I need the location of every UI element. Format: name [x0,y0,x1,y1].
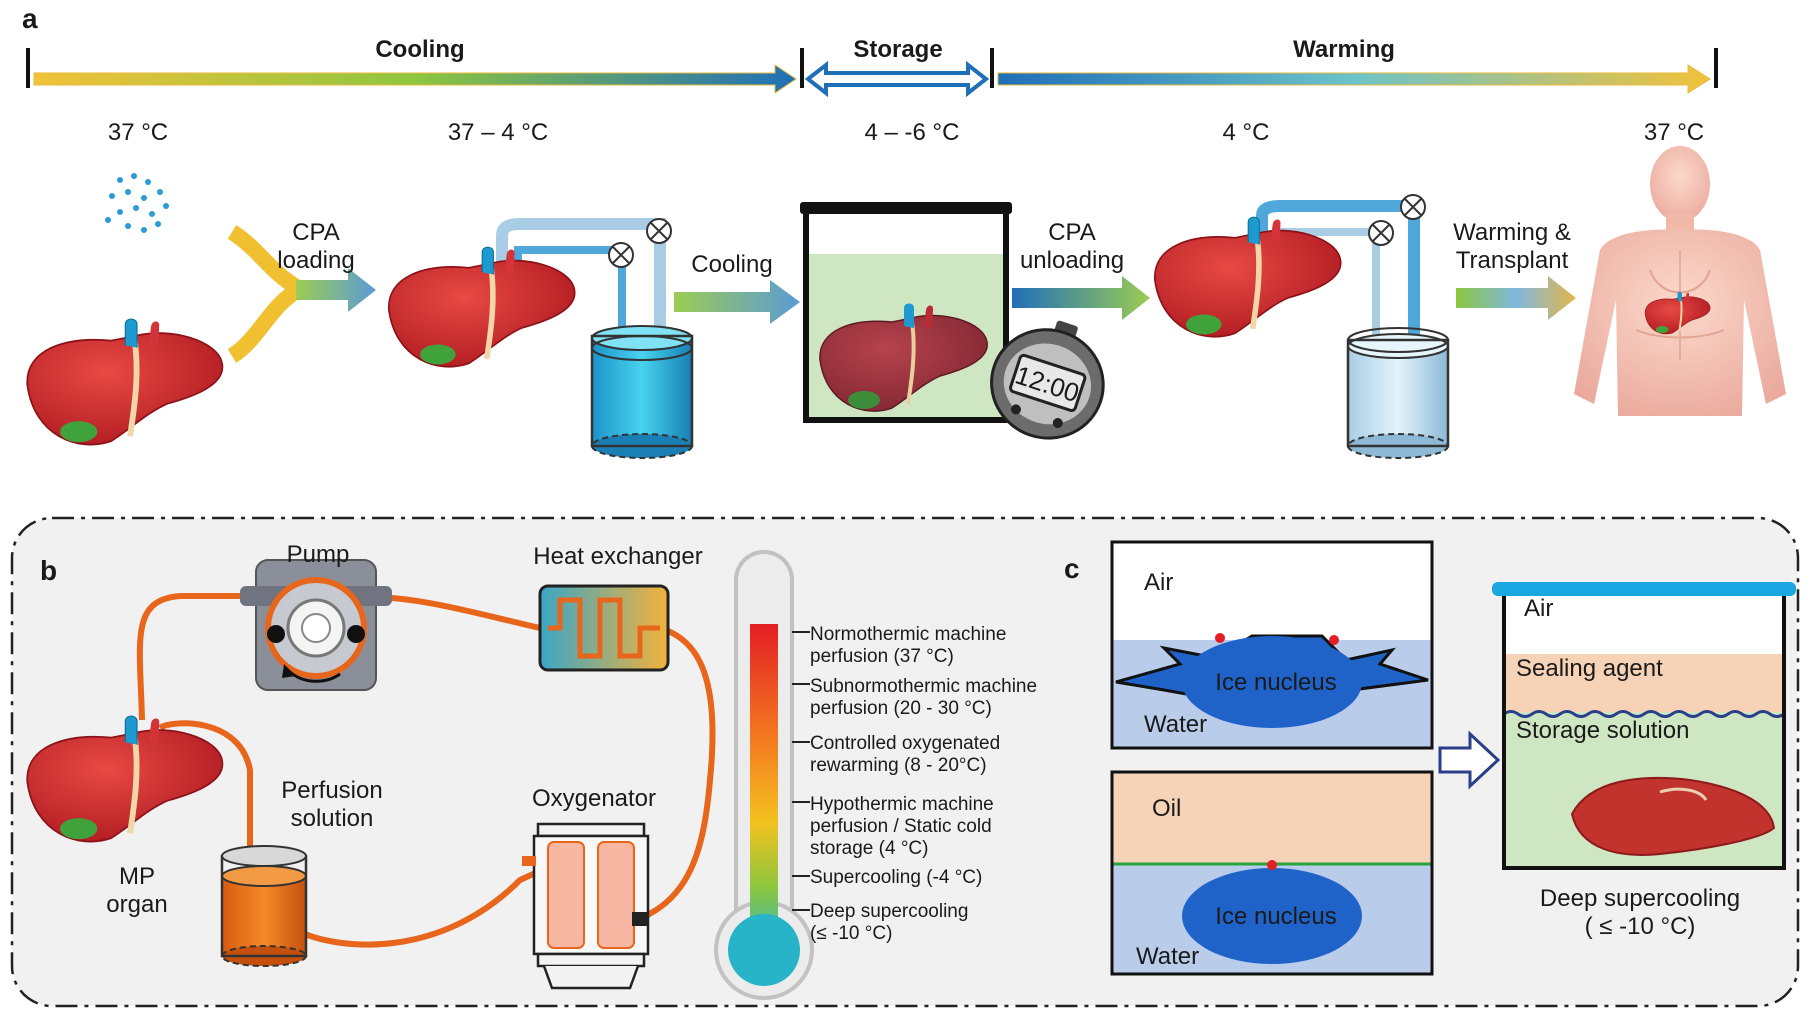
cpa-particles-icon [105,173,169,233]
thermo-level-label: rewarming (8 - 20°C) [810,755,987,776]
hollow-arrow-icon [1438,730,1501,790]
thermometer-ticks [792,631,810,911]
heat-exchanger-label: Heat exchanger [533,543,702,570]
cooling-step-label: Cooling [691,251,772,278]
thermo-level-label: (≤ -10 °C) [810,923,892,944]
thermo-level-label: perfusion (20 - 30 °C) [810,698,992,719]
deep-supercooling-box [1492,582,1796,870]
stage-warming-label: Warming [1293,36,1395,63]
thermometer-icon [714,550,814,1000]
temp-label: 37 °C [1644,119,1704,146]
liver-icon [1155,217,1341,337]
thermo-level-label: Subnormothermic machine [810,676,1037,697]
panel-a-letter: a [22,3,38,34]
temp-label: 37 °C [108,119,168,146]
box3-air-label: Air [1524,595,1553,622]
thermo-level-label: perfusion (37 °C) [810,646,954,667]
heat-exchanger-icon [538,584,670,672]
panel-b-letter: b [40,555,57,586]
stage-timeline [26,48,1718,98]
liver-icon [389,247,575,367]
box1-nucleus-label: Ice nucleus [1215,669,1336,696]
cpa-unloading-arrow [1012,276,1150,320]
air-water-box [1110,540,1434,750]
mp-organ-label: MP [119,863,155,890]
warming-transplant-label: Transplant [1456,247,1569,274]
stopwatch-icon [990,320,1105,440]
oxygenator-icon [522,822,650,990]
thermometer-level-labels: Normothermic machine perfusion (37 °C) S… [810,624,1037,944]
cpa-loading-label: loading [277,247,354,274]
perfusion-solution-label: Perfusion [281,777,382,804]
pump-icon [240,559,392,691]
storage-container [800,202,1012,423]
thermo-level-label: Normothermic machine [810,624,1006,645]
perfusion-solution-label: solution [291,805,374,832]
oil-water-box [1110,770,1434,976]
thermo-level-label: Controlled oxygenated [810,733,1000,754]
stage-storage-label: Storage [853,36,942,63]
panel-c-letter: c [1064,553,1080,584]
valve-icon [608,242,634,268]
pump-label: Pump [287,541,350,568]
temp-label: 37 – 4 °C [448,119,548,146]
box2-oil-label: Oil [1152,795,1181,822]
valve-icon [1400,194,1426,220]
deep-supercooling-caption: ( ≤ -10 °C) [1585,913,1696,940]
cooling-arrow [674,280,800,324]
mp-organ-label: organ [106,891,167,918]
cpa-loading-label: CPA [292,219,340,246]
cpa-unloading-label: CPA [1048,219,1096,246]
box3-storage-label: Storage solution [1516,717,1689,744]
box3-sealing-label: Sealing agent [1516,655,1663,682]
warming-transplant-arrow [1456,276,1576,320]
thermo-level-label: Deep supercooling [810,901,968,922]
stage-cooling-label: Cooling [375,36,464,63]
box1-air-label: Air [1144,569,1173,596]
valve-icon [646,218,672,244]
deep-supercooling-caption: Deep supercooling [1540,885,1740,912]
temp-label: 4 – -6 °C [865,119,960,146]
valve-icon [1368,220,1394,246]
thermo-level-label: Supercooling (-4 °C) [810,867,982,888]
box2-nucleus-label: Ice nucleus [1215,903,1336,930]
thermo-level-label: Hypothermic machine [810,794,994,815]
warming-perfusion-setup [1155,194,1450,459]
cooling-perfusion-setup [389,218,694,459]
box2-water-label: Water [1136,943,1199,970]
oxygenator-label: Oxygenator [532,785,656,812]
liver-icon [27,319,222,445]
perfusion-solution-container [220,845,308,967]
box1-water-label: Water [1144,711,1207,738]
perfusion-tubing [136,593,716,948]
temp-label: 4 °C [1223,119,1270,146]
cpa-loading-arrow [227,225,376,363]
human-body-icon [1574,146,1786,416]
warming-transplant-label: Warming & [1453,219,1571,246]
thermo-level-label: storage (4 °C) [810,838,928,859]
thermo-level-label: perfusion / Static cold [810,816,992,837]
cpa-unloading-label: unloading [1020,247,1124,274]
